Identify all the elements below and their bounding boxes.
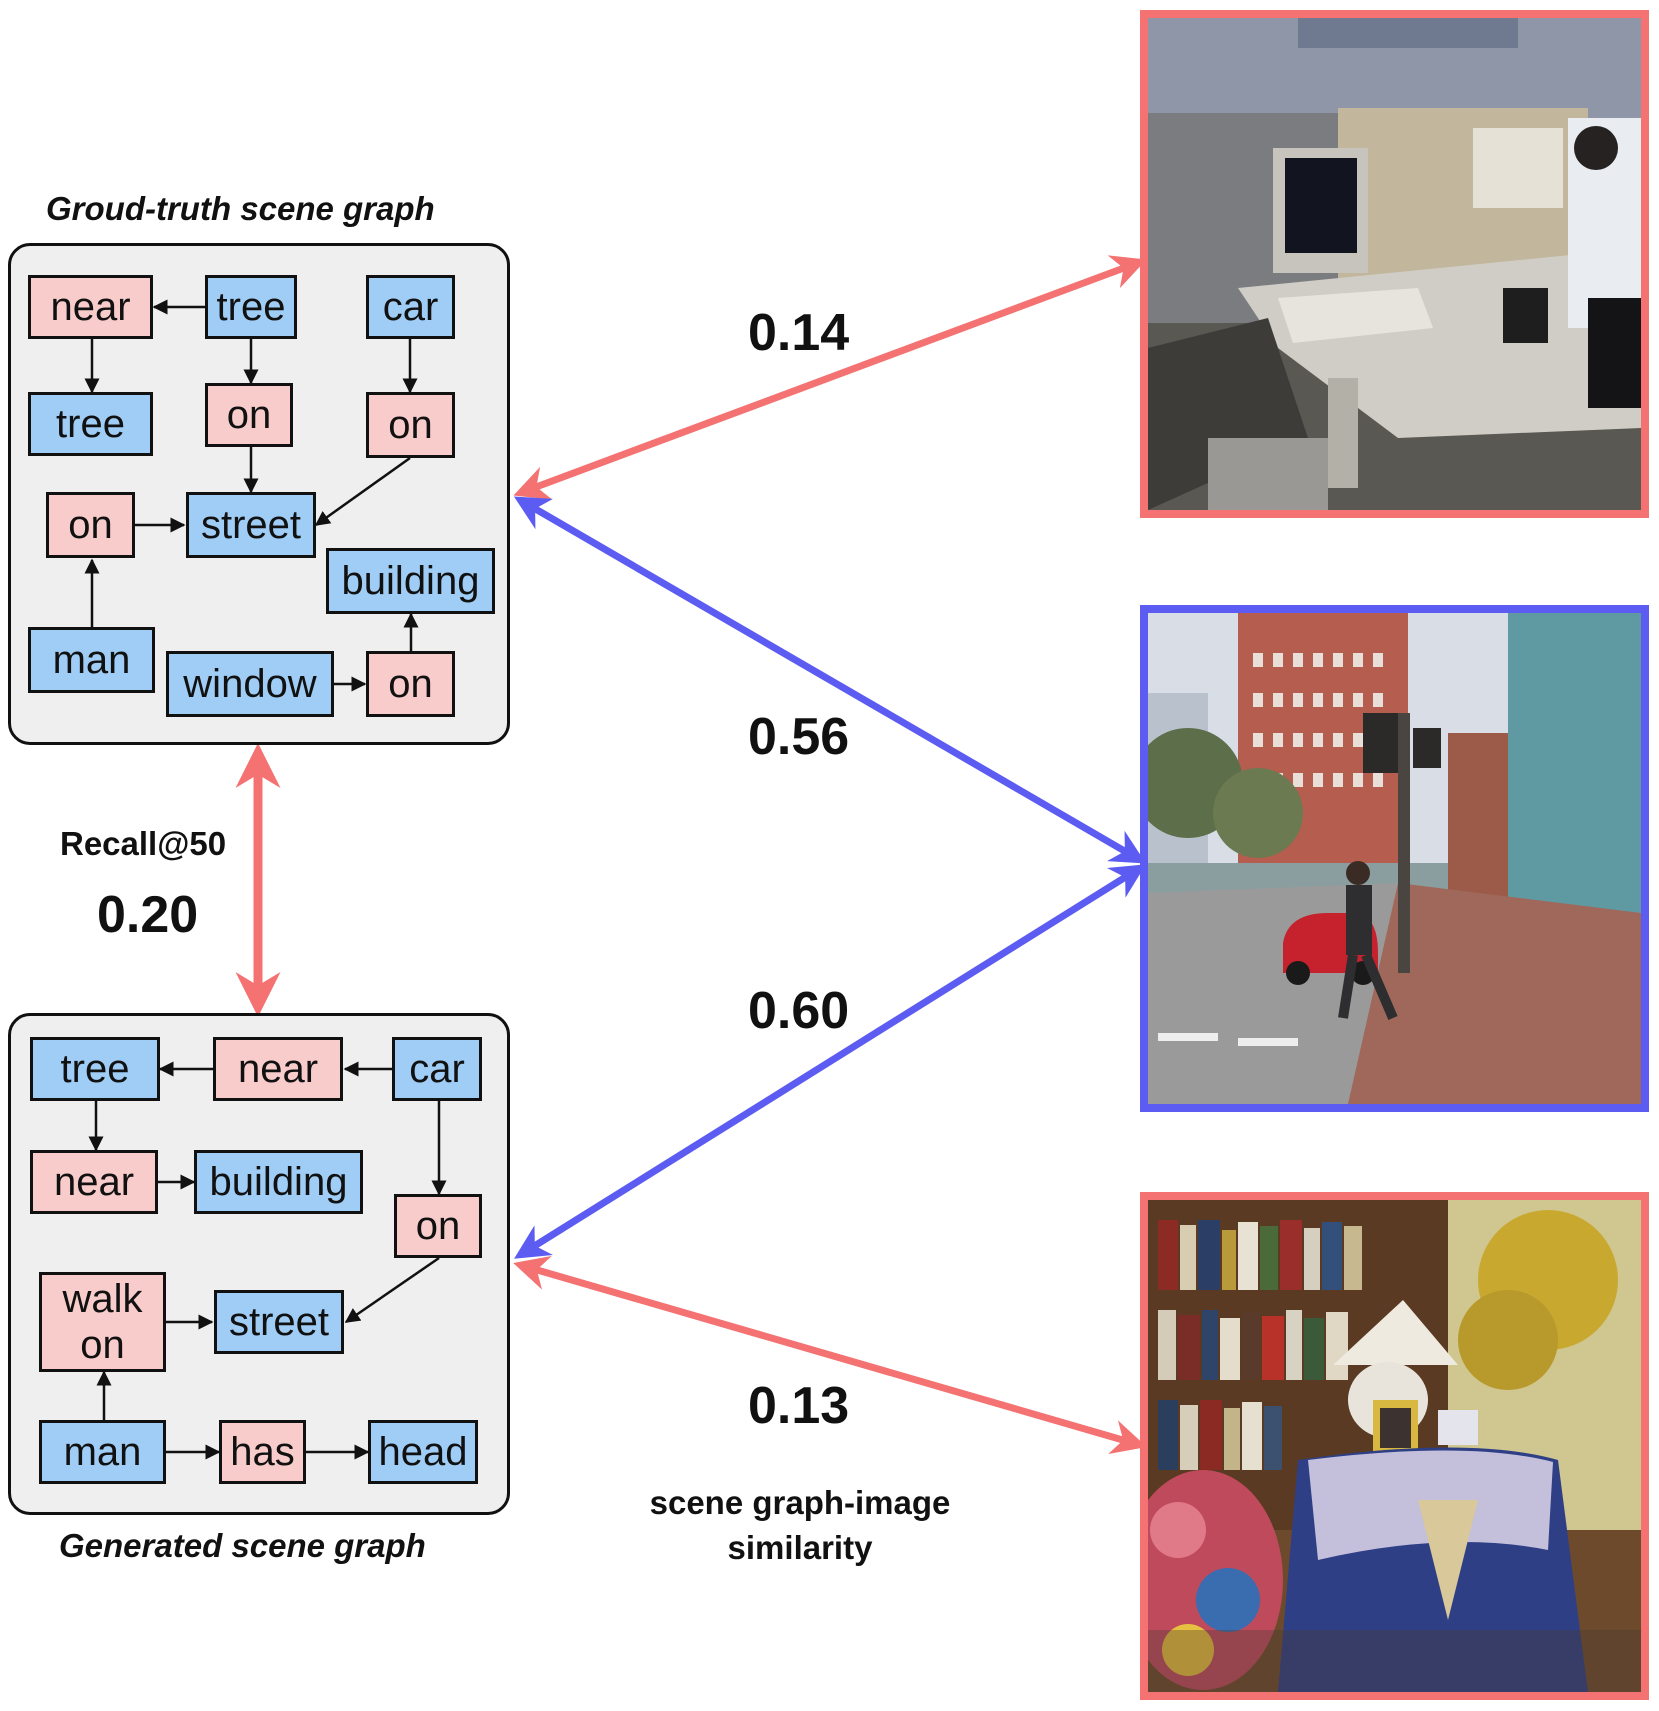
gen-node-car: car (392, 1037, 482, 1101)
gen-node-man: man (39, 1420, 166, 1484)
gt-node-on-3: on (46, 492, 135, 558)
gen-node-near-1: near (213, 1037, 343, 1101)
gen-node-street: street (214, 1290, 344, 1354)
gt-node-window: window (166, 651, 334, 717)
gen-node-tree: tree (30, 1037, 160, 1101)
living-room-image (1140, 1192, 1649, 1700)
gt-node-man: man (28, 627, 155, 693)
gt-edge-on2-street (314, 456, 411, 527)
gen-node-walk-on: walk on (39, 1272, 166, 1372)
gt-node-tree-2: tree (28, 392, 153, 456)
similarity-score-livingroom: 0.13 (748, 1377, 850, 1435)
gen-graph-title: Generated scene graph (59, 1527, 426, 1564)
gen-node-building: building (194, 1150, 363, 1214)
gt-node-on-4: on (366, 651, 455, 717)
gt-graph-title: Groud-truth scene graph (46, 190, 435, 227)
gen-node-has: has (219, 1420, 306, 1484)
gt-node-near: near (28, 275, 153, 339)
arrow-gt-street (513, 496, 1147, 864)
gt-node-tree-1: tree (205, 275, 297, 339)
recall-label: Recall@50 (60, 825, 227, 862)
gen-node-on: on (394, 1194, 482, 1258)
similarity-score-gen-street: 0.60 (748, 982, 850, 1040)
gt-node-on-2: on (366, 392, 455, 458)
recall-value: 0.20 (97, 886, 199, 944)
gen-edge-on-street (344, 1256, 440, 1324)
gen-node-near-2: near (30, 1150, 158, 1214)
similarity-score-office: 0.14 (748, 304, 850, 362)
arrow-gen-street (514, 864, 1146, 1259)
arrow-gt-office (513, 255, 1147, 500)
gen-node-head: head (368, 1420, 478, 1484)
street-scene-image (1140, 605, 1649, 1112)
office-cubicle-image (1140, 10, 1649, 518)
gt-node-car: car (366, 275, 455, 339)
similarity-label: scene graph-image similarity (649, 1484, 951, 1566)
gt-node-street: street (186, 492, 316, 558)
gt-node-building: building (326, 548, 495, 614)
gt-node-on-1: on (205, 383, 293, 447)
arrow-gen-livingroom (513, 1256, 1147, 1454)
similarity-score-gt-street: 0.56 (748, 708, 850, 766)
